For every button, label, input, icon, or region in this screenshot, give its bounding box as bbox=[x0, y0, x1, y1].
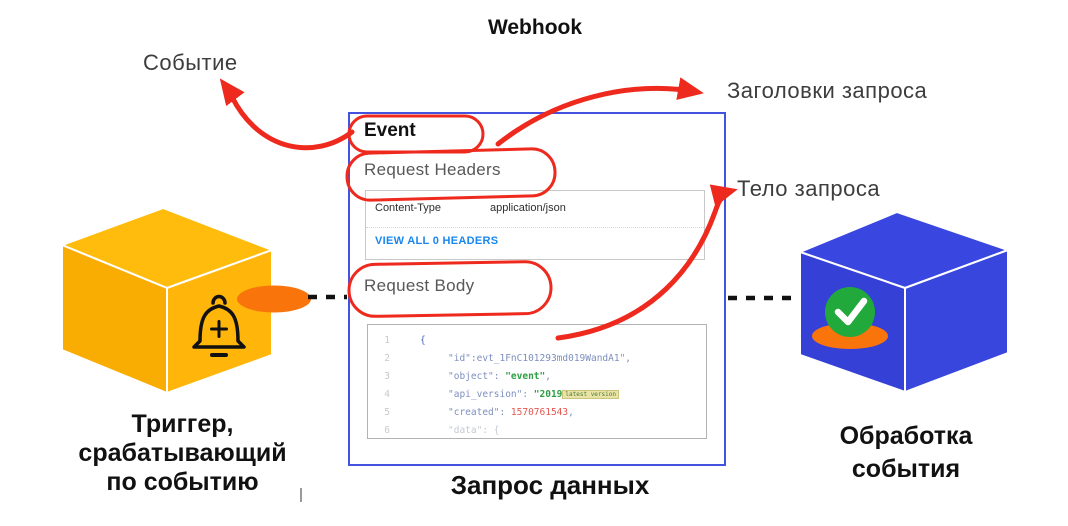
label-request-body-ru: Тело запроса bbox=[737, 176, 881, 201]
request-body-code: 1{ 2"id":evt_1FnC101293md019WandA1", 3"obj… bbox=[367, 324, 707, 439]
label-event-ru: Событие bbox=[143, 50, 238, 75]
cursor-artifact bbox=[300, 488, 302, 502]
page-title: Webhook bbox=[487, 16, 583, 39]
arrow-to-event-label bbox=[219, 78, 355, 151]
label-request-headers-ru: Заголовки запроса bbox=[727, 78, 928, 103]
header-value: application/json bbox=[490, 202, 566, 214]
code-line: 3"object": "event", bbox=[384, 371, 551, 382]
trigger-node-label: Триггер, срабатывающий по событию bbox=[78, 410, 287, 496]
headers-table: Content-Type application/json VIEW ALL 0… bbox=[365, 190, 705, 260]
code-line: 5"created": 1570761543, bbox=[384, 407, 574, 418]
code-line: 2"id":evt_1FnC101293md019WandA1", bbox=[384, 353, 632, 364]
request-body-heading: Request Body bbox=[364, 276, 475, 295]
table-divider bbox=[366, 227, 704, 228]
processing-port bbox=[812, 323, 888, 349]
check-icon bbox=[825, 287, 875, 337]
view-all-headers-link[interactable]: VIEW ALL 0 HEADERS bbox=[375, 235, 499, 247]
processing-cube bbox=[799, 211, 1009, 393]
data-request-label: Запрос данных bbox=[450, 470, 650, 500]
code-line: 6"data": { bbox=[384, 425, 500, 436]
webhook-request-panel: Event Request Headers Content-Type appli… bbox=[348, 112, 726, 466]
request-headers-heading: Request Headers bbox=[364, 160, 501, 179]
processing-node-label: Обработка события bbox=[839, 422, 973, 483]
bell-plus-icon bbox=[192, 294, 246, 357]
header-key: Content-Type bbox=[375, 202, 442, 214]
event-heading: Event bbox=[364, 120, 416, 141]
code-line: 1{ bbox=[384, 335, 426, 346]
trigger-cube bbox=[61, 207, 273, 394]
trigger-port bbox=[237, 285, 311, 313]
code-lines: 1{ 2"id":evt_1FnC101293md019WandA1", 3"obj… bbox=[368, 332, 706, 438]
